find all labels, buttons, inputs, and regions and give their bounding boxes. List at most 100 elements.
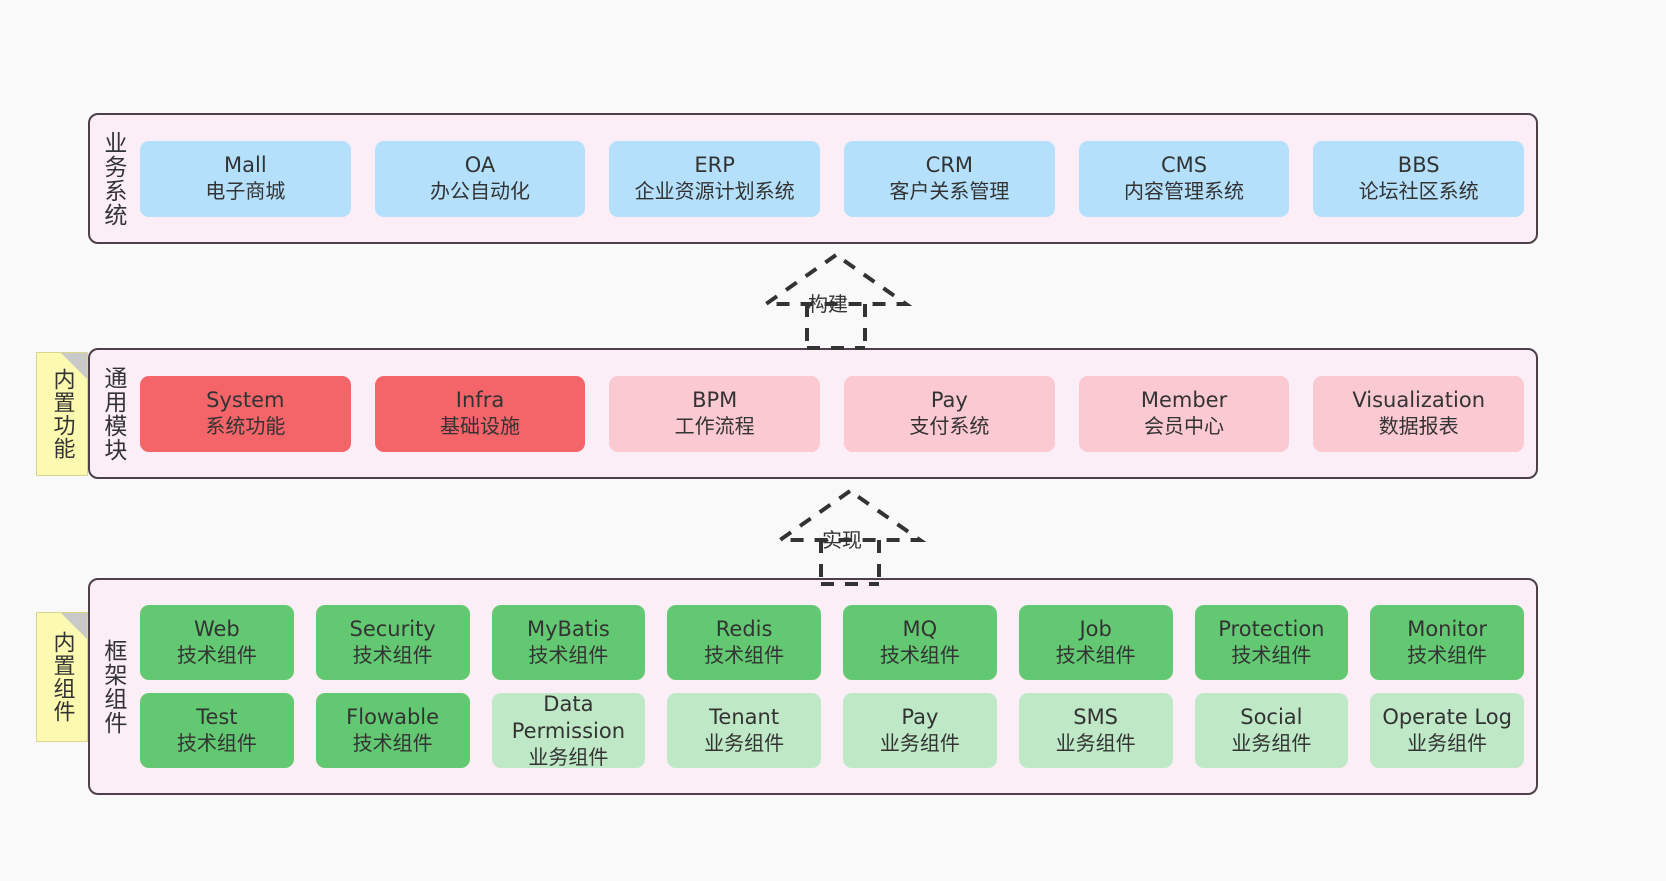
card-pay-business[interactable]: Pay 业务组件: [843, 693, 997, 768]
card-title: Pay: [930, 388, 968, 413]
card-subtitle: 数据报表: [1378, 414, 1459, 439]
layer-body-framework-component: Web 技术组件 Security 技术组件 MyBatis 技术组件 Redi…: [134, 580, 1536, 793]
note-builtin-component[interactable]: 内置组件: [36, 612, 88, 742]
card-job[interactable]: Job 技术组件: [1018, 605, 1173, 680]
card-oa[interactable]: OA 办公自动化: [374, 140, 586, 217]
layer-title-common-module: 通用模块: [99, 365, 126, 462]
card-mq[interactable]: MQ 技术组件: [843, 605, 997, 680]
layer-title-business-system: 业务系统: [99, 130, 126, 227]
card-title: Operate Log: [1382, 705, 1512, 730]
card-row: Test 技术组件 Flowable 技术组件 Data Permission …: [140, 692, 1524, 769]
note-label: 内置功能: [49, 368, 75, 460]
card-subtitle: 技术组件: [879, 643, 960, 668]
card-operate-log[interactable]: Operate Log 业务组件: [1370, 693, 1524, 768]
card-web[interactable]: Web 技术组件: [140, 605, 294, 680]
card-title: OA: [464, 153, 496, 178]
connector-implement: 实现: [760, 486, 940, 586]
card-protection[interactable]: Protection 技术组件: [1194, 605, 1349, 680]
card-bbs[interactable]: BBS 论坛社区系统: [1313, 140, 1525, 217]
card-title: SMS: [1073, 705, 1119, 730]
card-title: MyBatis: [526, 617, 610, 642]
card-title: BPM: [692, 388, 738, 413]
card-title: Web: [193, 617, 240, 642]
card-flowable[interactable]: Flowable 技术组件: [315, 693, 470, 768]
card-row: System 系统功能 Infra 基础设施 BPM 工作流程 Pay 支付系统…: [140, 375, 1525, 452]
layer-title-framework-component: 框架组件: [99, 638, 126, 735]
layer-common-module[interactable]: 通用模块 System 系统功能 Infra 基础设施 BPM 工作流程 Pay…: [88, 348, 1538, 479]
card-subtitle: 电子商城: [205, 179, 286, 204]
card-subtitle: 系统功能: [205, 414, 286, 439]
card-subtitle: 业务组件: [528, 744, 609, 769]
card-title: Pay: [901, 705, 939, 730]
card-mall[interactable]: Mall 电子商城: [140, 140, 351, 217]
card-row: Web 技术组件 Security 技术组件 MyBatis 技术组件 Redi…: [140, 605, 1524, 680]
card-subtitle: 工作流程: [674, 414, 755, 439]
card-title: Flowable: [346, 705, 440, 730]
layer-framework-component[interactable]: 框架组件 Web 技术组件 Security 技术组件 MyBatis 技术组件…: [88, 578, 1538, 795]
card-security[interactable]: Security 技术组件: [315, 605, 470, 680]
card-redis[interactable]: Redis 技术组件: [667, 605, 821, 680]
card-title: Test: [196, 705, 238, 730]
card-crm[interactable]: CRM 客户关系管理: [844, 140, 1055, 217]
card-subtitle: 论坛社区系统: [1358, 179, 1479, 204]
card-title: Infra: [455, 388, 505, 413]
card-subtitle: 内容管理系统: [1124, 179, 1245, 204]
card-subtitle: 支付系统: [909, 414, 990, 439]
card-subtitle: 技术组件: [176, 643, 257, 668]
note-label: 内置组件: [49, 631, 75, 723]
card-title: Redis: [715, 617, 773, 642]
connector-label-implement: 实现: [822, 528, 862, 552]
card-title: Visualization: [1352, 388, 1486, 413]
card-subtitle: 技术组件: [176, 731, 257, 756]
note-builtin-function[interactable]: 内置功能: [36, 352, 88, 476]
layer-business-system[interactable]: 业务系统 Mall 电子商城 OA 办公自动化 ERP 企业资源计划系统 CRM…: [88, 113, 1538, 244]
card-sms[interactable]: SMS 业务组件: [1018, 693, 1173, 768]
card-bpm[interactable]: BPM 工作流程: [609, 375, 821, 452]
card-title: MQ: [902, 617, 938, 642]
connector-build: 构建: [746, 250, 926, 350]
card-subtitle: 业务组件: [879, 731, 960, 756]
card-title: Job: [1079, 617, 1112, 642]
card-title: Security: [349, 617, 436, 642]
card-subtitle: 客户关系管理: [889, 179, 1010, 204]
card-title: Protection: [1218, 617, 1325, 642]
card-title: CRM: [925, 153, 974, 178]
card-subtitle: 技术组件: [1055, 643, 1136, 668]
card-subtitle: 技术组件: [528, 643, 609, 668]
card-pay[interactable]: Pay 支付系统: [844, 375, 1055, 452]
card-monitor[interactable]: Monitor 技术组件: [1370, 605, 1524, 680]
card-tenant[interactable]: Tenant 业务组件: [667, 693, 821, 768]
card-member[interactable]: Member 会员中心: [1078, 375, 1290, 452]
card-test[interactable]: Test 技术组件: [140, 693, 294, 768]
dashed-hollow-triangle-arrow-icon: [773, 488, 927, 586]
card-subtitle: 业务组件: [1231, 731, 1312, 756]
card-infra[interactable]: Infra 基础设施: [374, 375, 586, 452]
card-subtitle: 办公自动化: [430, 179, 530, 204]
layer-body-common-module: System 系统功能 Infra 基础设施 BPM 工作流程 Pay 支付系统…: [134, 350, 1536, 477]
card-title: ERP: [694, 153, 735, 178]
card-subtitle: 技术组件: [352, 731, 433, 756]
card-subtitle: 技术组件: [352, 643, 433, 668]
card-system[interactable]: System 系统功能: [140, 375, 351, 452]
card-data-permission[interactable]: Data Permission 业务组件: [491, 692, 646, 769]
card-visualization[interactable]: Visualization 数据报表: [1313, 375, 1525, 452]
card-subtitle: 业务组件: [704, 731, 785, 756]
card-subtitle: 业务组件: [1407, 731, 1488, 756]
card-mybatis[interactable]: MyBatis 技术组件: [491, 605, 646, 680]
card-subtitle: 企业资源计划系统: [634, 179, 795, 204]
card-title: Mall: [224, 153, 267, 178]
connector-label-build: 构建: [808, 292, 848, 316]
card-title: Social: [1240, 705, 1303, 730]
card-erp[interactable]: ERP 企业资源计划系统: [609, 140, 821, 217]
card-title: BBS: [1397, 153, 1440, 178]
card-subtitle: 技术组件: [704, 643, 785, 668]
card-title: System: [206, 388, 285, 413]
card-subtitle: 业务组件: [1055, 731, 1136, 756]
note-fold-corner-icon: [61, 353, 87, 379]
note-fold-corner-icon: [61, 613, 87, 639]
card-title: Tenant: [709, 705, 780, 730]
card-cms[interactable]: CMS 内容管理系统: [1078, 140, 1290, 217]
card-social[interactable]: Social 业务组件: [1194, 693, 1349, 768]
dashed-hollow-triangle-arrow-icon: [759, 252, 913, 350]
